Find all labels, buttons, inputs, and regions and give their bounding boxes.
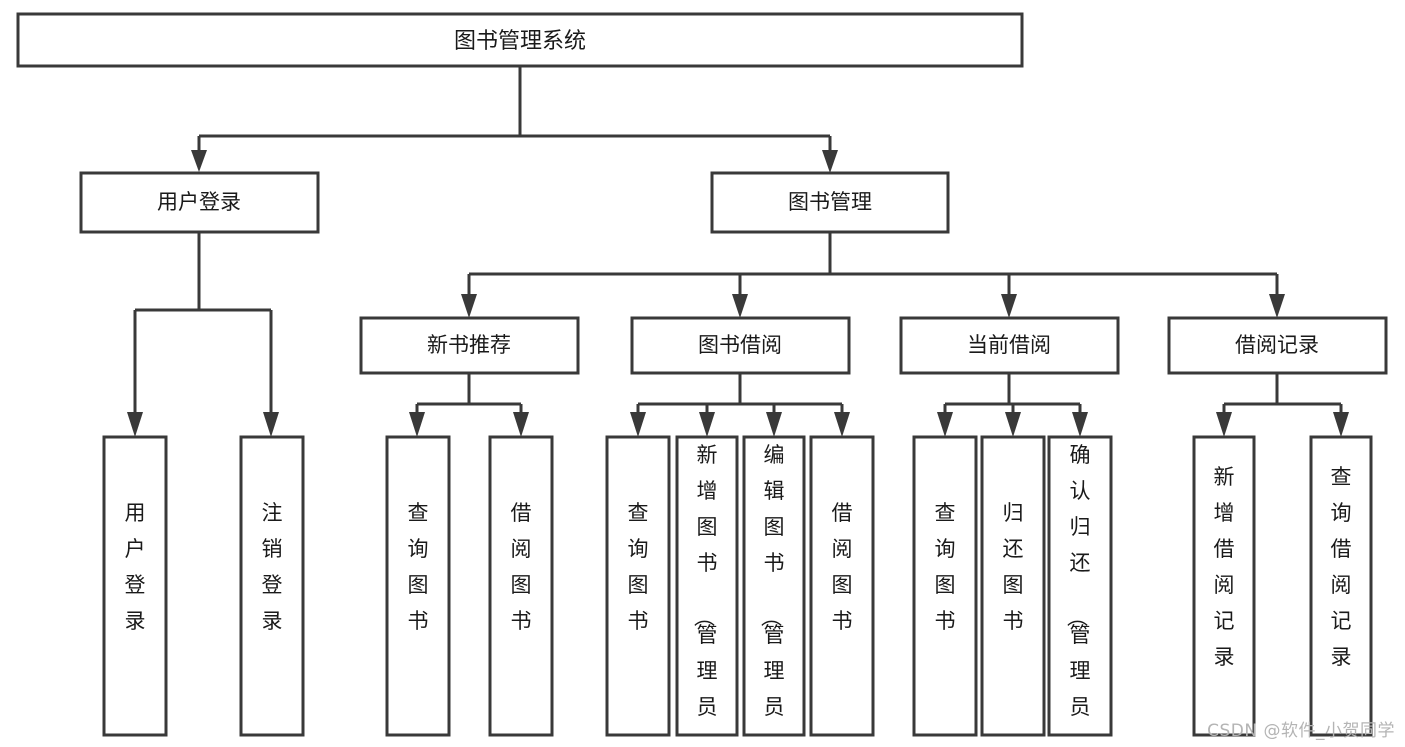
node-user-login[interactable]: 用户登录: [79, 171, 320, 234]
node-root-label: 图书管理系统: [454, 29, 586, 54]
leaf-node[interactable]: 用户登录: [102, 435, 168, 737]
node-book-management-box[interactable]: [710, 171, 950, 234]
node-root[interactable]: 图书管理系统: [16, 12, 1024, 68]
node-borrow-record[interactable]: 借阅记录: [1167, 316, 1388, 375]
leaf-br-query-record-box[interactable]: [1309, 435, 1373, 737]
csdn-watermark: CSDN @软件_小贺同学: [1207, 721, 1395, 741]
leaf-bb-edit-book-box[interactable]: [742, 435, 806, 737]
arrowhead-nb-leaf1: [409, 412, 425, 437]
node-book-management-label: 图书管理: [788, 190, 872, 214]
leaf-logout-label: 注销登录: [262, 501, 283, 633]
leaf-node[interactable]: 归还图书: [980, 435, 1046, 737]
leaf-bb-borrow-book-box[interactable]: [809, 435, 875, 737]
node-borrow-record-label: 借阅记录: [1235, 333, 1319, 357]
arrowhead-user-login: [191, 150, 207, 172]
leaf-node[interactable]: 借阅图书: [488, 435, 554, 737]
arrowhead-book-borrow: [732, 294, 748, 318]
leaf-node[interactable]: 查询图书: [385, 435, 451, 737]
leaf-nb-query-book-box[interactable]: [385, 435, 451, 737]
leaf-bb-query-book-label: 查询图书: [628, 501, 649, 633]
node-current-borrow[interactable]: 当前借阅: [899, 316, 1120, 375]
leaf-cb-query-book-label: 查询图书: [935, 501, 956, 633]
node-current-borrow-label: 当前借阅: [967, 333, 1051, 357]
leaf-br-add-record-label: 新增借阅记录: [1214, 465, 1235, 669]
leaf-node[interactable]: 查询图书: [605, 435, 671, 737]
leaf-bb-edit-book-label: 编辑图书（管理员）: [759, 443, 785, 747]
arrowhead-br-leaf2: [1333, 412, 1349, 437]
node-book-borrow-label: 图书借阅: [698, 333, 782, 357]
leaf-node[interactable]: 借阅图书: [809, 435, 875, 737]
arrowhead-cb-leaf2: [1005, 412, 1021, 437]
arrowhead-bb-leaf2: [699, 412, 715, 437]
node-borrow-record-box[interactable]: [1167, 316, 1388, 375]
leaf-nb-query-book-label: 查询图书: [408, 501, 429, 633]
arrowhead-book-mgmt: [822, 150, 838, 173]
node-new-book-recommend-label: 新书推荐: [427, 333, 511, 357]
leaf-nb-borrow-book-label: 借阅图书: [511, 501, 532, 633]
leaf-node[interactable]: 编辑图书（管理员）: [742, 435, 806, 747]
node-book-borrow-box[interactable]: [630, 316, 851, 375]
arrowhead-br-leaf1: [1216, 412, 1232, 437]
leaf-nb-borrow-book-box[interactable]: [488, 435, 554, 737]
arrowhead-leaf-logout: [263, 412, 279, 437]
leaf-cb-query-book-box[interactable]: [912, 435, 978, 737]
arrowhead-cb-leaf1: [937, 412, 953, 437]
node-current-borrow-box[interactable]: [899, 316, 1120, 375]
leaf-node[interactable]: 确认归还（管理员）: [1047, 435, 1113, 747]
arrowhead-current-borrow: [1001, 294, 1017, 318]
leaf-user-login-label: 用户登录: [125, 501, 146, 633]
leaf-bb-add-book-box[interactable]: [675, 435, 739, 737]
leaf-node[interactable]: 查询图书: [912, 435, 978, 737]
arrowhead-bb-leaf4: [834, 412, 850, 437]
arrowhead-nb-leaf2: [513, 412, 529, 437]
node-new-book-recommend-box[interactable]: [359, 316, 580, 375]
node-book-borrow[interactable]: 图书借阅: [630, 316, 851, 375]
leaf-node[interactable]: 注销登录: [239, 435, 305, 737]
leaf-cb-return-book-box[interactable]: [980, 435, 1046, 737]
node-root-box[interactable]: [16, 12, 1024, 68]
leaf-cb-return-book-label: 归还图书: [1003, 501, 1024, 633]
arrowhead-borrow-record: [1269, 294, 1285, 318]
node-user-login-box[interactable]: [79, 171, 320, 234]
arrowhead-leaf-user-login: [127, 412, 143, 437]
arrowhead-bb-leaf1: [630, 412, 646, 437]
node-new-book-recommend[interactable]: 新书推荐: [359, 316, 580, 375]
arrowhead-new-book: [461, 294, 477, 318]
node-book-management[interactable]: 图书管理: [710, 171, 950, 234]
leaf-node[interactable]: 新增借阅记录: [1192, 435, 1256, 737]
leaf-bb-query-book-box[interactable]: [605, 435, 671, 737]
leaf-user-login-box[interactable]: [102, 435, 168, 737]
leaf-bb-borrow-book-label: 借阅图书: [832, 501, 853, 633]
leaf-cb-confirm-return-label: 确认归还（管理员）: [1065, 443, 1091, 747]
leaf-bb-add-book-label: 新增图书（管理员）: [692, 443, 718, 747]
arrowhead-bb-leaf3: [766, 412, 782, 437]
arrowhead-cb-leaf3: [1072, 412, 1088, 437]
leaf-logout-box[interactable]: [239, 435, 305, 737]
leaf-cb-confirm-return-box[interactable]: [1047, 435, 1113, 737]
connector-layer: [127, 66, 1349, 437]
leaf-br-query-record-label: 查询借阅记录: [1331, 465, 1352, 669]
leaf-node[interactable]: 查询借阅记录: [1309, 435, 1373, 737]
leaf-node[interactable]: 新增图书（管理员）: [675, 435, 739, 747]
node-user-login-label: 用户登录: [157, 190, 241, 214]
leaf-br-add-record-box[interactable]: [1192, 435, 1256, 737]
